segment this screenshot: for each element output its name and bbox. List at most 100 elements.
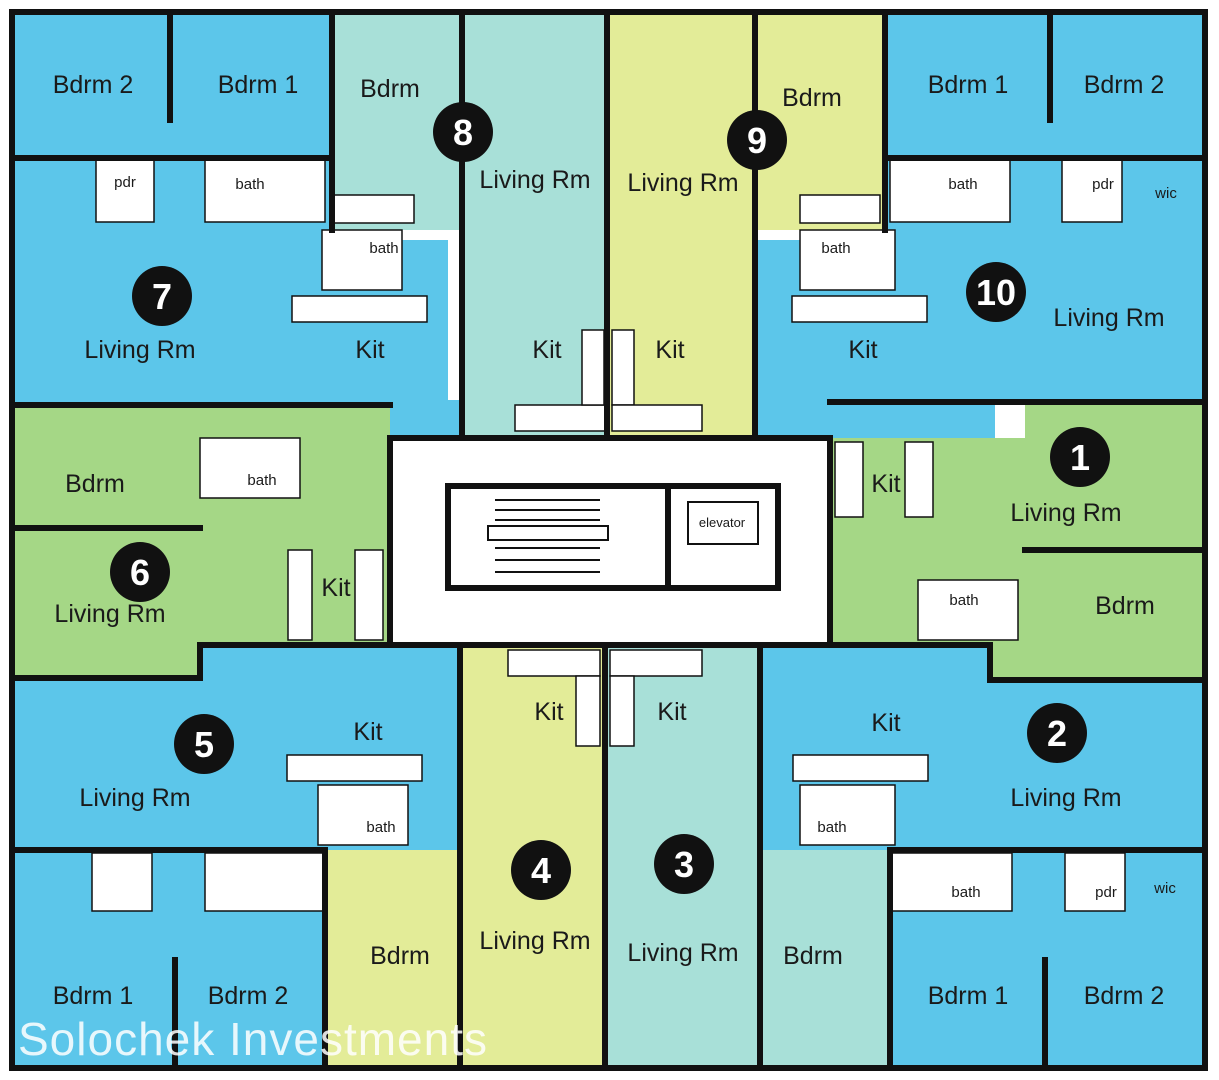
unit-4-badge: 4	[511, 840, 571, 900]
unit-10-kit-label: Kit	[848, 336, 877, 364]
bath-fixture	[204, 852, 324, 912]
closet	[333, 194, 415, 224]
closet	[799, 194, 881, 224]
bath-fixture	[799, 784, 896, 846]
bath-fixture	[91, 852, 153, 912]
unit-6-living-label: Living Rm	[54, 600, 165, 628]
svg-text:7: 7	[152, 276, 172, 317]
svg-text:3: 3	[674, 844, 694, 885]
unit-2-bdrm2-label: Bdrm 2	[1084, 982, 1165, 1010]
kitchen-counter	[609, 675, 635, 747]
unit-5-bath-label: bath	[366, 819, 395, 836]
unit-4-kit-label: Kit	[534, 698, 563, 726]
bedroom-walls-bottom	[172, 957, 1048, 1071]
unit-8-area	[332, 12, 607, 438]
kitchen-counter	[611, 404, 703, 432]
pdr-fixture	[1061, 159, 1123, 223]
unit-4-living-label: Living Rm	[479, 927, 590, 955]
unit-8-badge: 8	[433, 102, 493, 162]
unit-10-pdr-label: pdr	[1092, 176, 1114, 193]
unit-10-wic-label: wic	[1154, 185, 1177, 202]
unit-7-badge: 7	[132, 266, 192, 326]
svg-text:10: 10	[976, 272, 1016, 313]
unit-1-badge: 1	[1050, 427, 1110, 487]
bath-fixture	[204, 159, 326, 223]
bath-fixture	[889, 159, 1011, 223]
unit-7-bath-label: bath	[235, 176, 264, 193]
unit-6-badge: 6	[110, 542, 170, 602]
svg-text:1: 1	[1070, 437, 1090, 478]
unit-6-bdrm-label: Bdrm	[65, 470, 125, 498]
unit-3-bdrm-label: Bdrm	[783, 942, 843, 970]
unit-2-bath2-label: bath	[951, 884, 980, 901]
kitchen-counter	[792, 754, 929, 782]
unit-3-living-label: Living Rm	[627, 939, 738, 967]
core-hallway	[390, 438, 830, 645]
green-bedroom-walls	[9, 525, 1208, 553]
unit-1-kit-label: Kit	[871, 470, 900, 498]
bedroom-walls-top	[167, 9, 1053, 123]
stair-landing	[487, 525, 609, 541]
unit-9-badge: 9	[727, 110, 787, 170]
unit-1-bath-label: bath	[949, 592, 978, 609]
unit-3-area	[605, 645, 890, 1068]
core-wall	[387, 435, 833, 648]
unit-6-bath-label: bath	[247, 472, 276, 489]
svg-text:4: 4	[531, 850, 551, 891]
unit-1-bdrm-label: Bdrm	[1095, 592, 1155, 620]
unit-7-kit-label: Kit	[355, 336, 384, 364]
unit-2-wic-label: wic	[1153, 880, 1176, 897]
kitchen-counter	[287, 549, 313, 641]
unit-5-bdrm2-label: Bdrm 2	[208, 982, 289, 1010]
unit-10-living-label: Living Rm	[1053, 304, 1164, 332]
unit-10-area	[755, 12, 1205, 438]
kitchen-counter	[507, 649, 601, 677]
unit-7-bdrm2-label: Bdrm 2	[53, 71, 134, 99]
svg-text:8: 8	[453, 112, 473, 153]
unit-5-living-label: Living Rm	[79, 784, 190, 812]
unit-7-living-label: Living Rm	[84, 336, 195, 364]
unit-2-bdrm1-label: Bdrm 1	[928, 982, 1009, 1010]
bath-fixture	[799, 229, 896, 291]
elevator-car	[687, 501, 759, 545]
stair-elevator-block	[445, 483, 781, 591]
pdr-fixture	[95, 159, 155, 223]
unit-9-bath-label: bath	[821, 240, 850, 257]
unit-9-kit-label: Kit	[655, 336, 684, 364]
kitchen-counter	[291, 295, 428, 323]
unit-9-living-label: Living Rm	[627, 169, 738, 197]
unit-7-bdrm1-label: Bdrm 1	[218, 71, 299, 99]
bath-fixture	[321, 229, 403, 291]
bath-fixture	[317, 784, 409, 846]
unit-8-bath-label: bath	[369, 240, 398, 257]
kitchen-counter	[514, 404, 606, 432]
unit-10-badge: 10	[966, 262, 1026, 322]
kitchen-counter	[834, 441, 864, 518]
unit-3-kit-label: Kit	[657, 698, 686, 726]
svg-text:6: 6	[130, 552, 150, 593]
unit-2-kit-label: Kit	[871, 709, 900, 737]
unit-8-bdrm-label: Bdrm	[360, 75, 420, 103]
kitchen-counter	[581, 329, 605, 406]
svg-text:2: 2	[1047, 713, 1067, 754]
unit-10-bath-label: bath	[948, 176, 977, 193]
unit-5-bdrm1-label: Bdrm 1	[53, 982, 134, 1010]
row-divider-lower	[9, 642, 1208, 683]
unit-2-living-label: Living Rm	[1010, 784, 1121, 812]
kitchen-counter	[791, 295, 928, 323]
kitchen-counter	[286, 754, 423, 782]
kitchen-counter	[575, 675, 601, 747]
unit-10-bdrm2-label: Bdrm 2	[1084, 71, 1165, 99]
unit-9-area	[607, 12, 885, 438]
unit-walls-bottom	[322, 642, 893, 1071]
unit-1-living-label: Living Rm	[1010, 499, 1121, 527]
stair-treads	[495, 499, 600, 573]
kitchen-counter	[611, 329, 635, 406]
unit-5-kit-label: Kit	[353, 718, 382, 746]
unit-7-pdr-label: pdr	[114, 174, 136, 191]
svg-text:5: 5	[194, 724, 214, 765]
kitchen-counter	[354, 549, 384, 641]
unit-6-kit-label: Kit	[321, 574, 350, 602]
elevator-label: elevator	[699, 515, 746, 530]
